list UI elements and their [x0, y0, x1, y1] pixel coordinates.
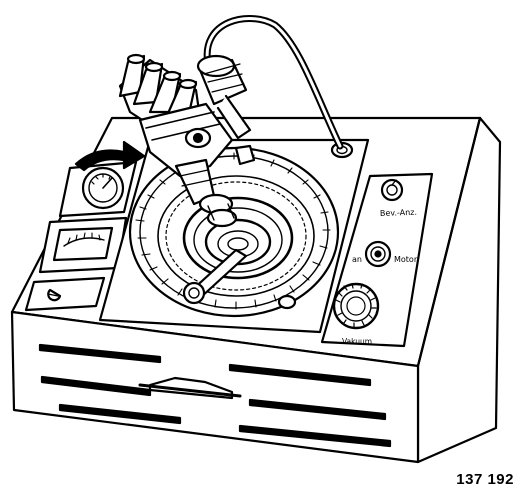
strobe-ring — [157, 175, 315, 297]
label-motor: Motor — [394, 255, 418, 264]
label-left: an — [352, 255, 362, 264]
label-vacuum: Vakuum — [342, 337, 372, 346]
grille-slot — [40, 375, 152, 397]
analog-meter — [52, 226, 114, 262]
grille-slot — [228, 363, 372, 387]
pointer-knob — [182, 281, 206, 305]
grille-slot — [58, 403, 182, 425]
grille-slot — [38, 343, 162, 364]
switch-panel — [24, 276, 106, 312]
rotation-arrow — [74, 140, 146, 172]
grille-slot — [238, 424, 392, 448]
label-speed: Bev.-Anz. — [380, 208, 417, 218]
adjust-knob — [277, 294, 297, 310]
grille-slot — [248, 398, 387, 421]
clamp-screw — [234, 144, 256, 166]
speed-knob — [380, 178, 404, 202]
figure-number: 137 192 — [456, 471, 514, 488]
